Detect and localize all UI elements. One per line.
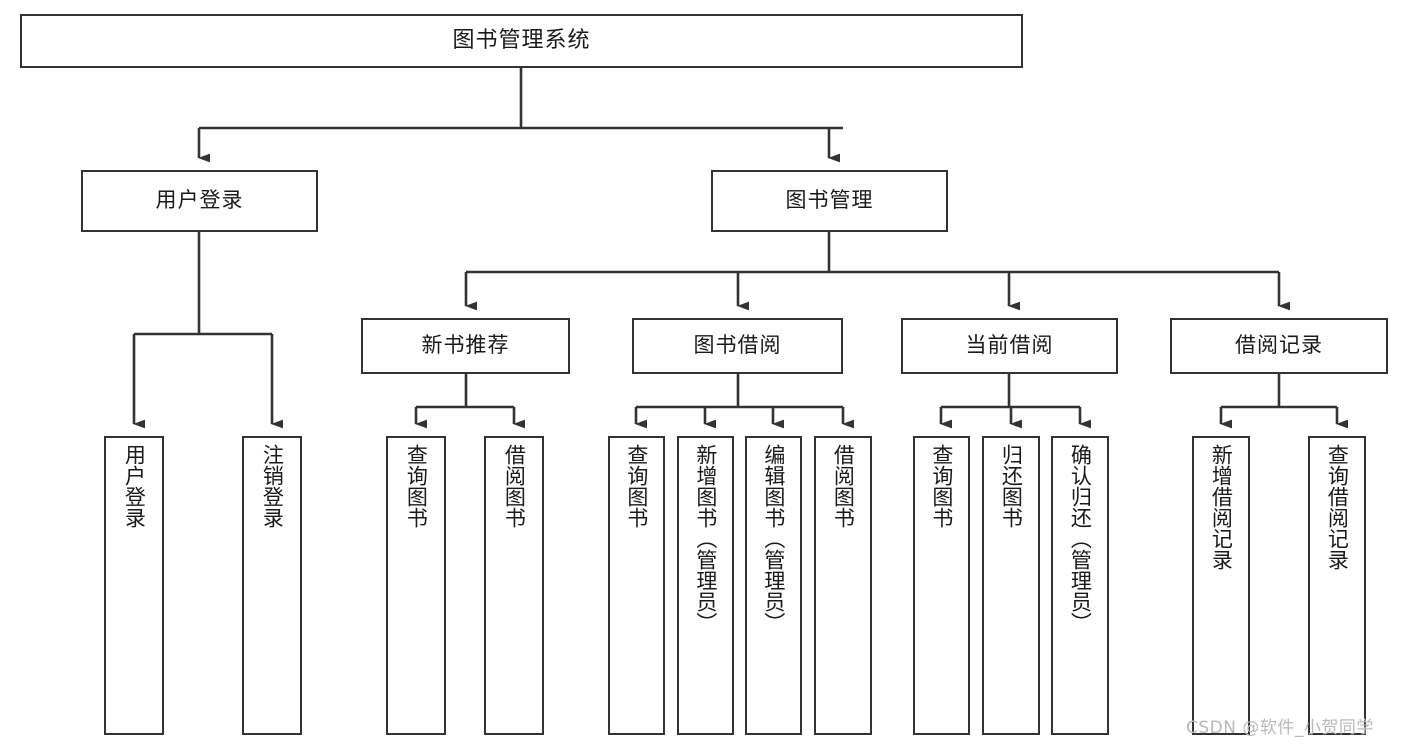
node-user-login[interactable]: 用户登录 bbox=[81, 170, 318, 232]
node-leaf-logout-login-label: 注销登录 bbox=[260, 444, 285, 528]
node-leaf-add-book-admin-label: 新增图书（管理员） bbox=[693, 444, 718, 633]
node-user-login-label: 用户登录 bbox=[155, 188, 244, 213]
node-leaf-query-book-borrow-label: 查询图书 bbox=[624, 444, 649, 528]
node-current-borrow[interactable]: 当前借阅 bbox=[901, 318, 1118, 374]
node-leaf-borrow-book[interactable]: 借阅图书 bbox=[814, 436, 872, 735]
node-leaf-borrow-book-rec[interactable]: 借阅图书 bbox=[484, 436, 544, 735]
node-leaf-query-book-borrow[interactable]: 查询图书 bbox=[608, 436, 665, 735]
node-new-book-recommend-label: 新书推荐 bbox=[421, 333, 510, 358]
node-leaf-return-book-label: 归还图书 bbox=[999, 444, 1024, 528]
node-leaf-query-book-rec-label: 查询图书 bbox=[404, 444, 429, 528]
node-current-borrow-label: 当前借阅 bbox=[965, 333, 1054, 358]
csdn-watermark: CSDN @软件_小贺同学 bbox=[1186, 718, 1374, 738]
node-leaf-query-book-current-label: 查询图书 bbox=[929, 444, 954, 528]
edge-bookborrow-to-leaves bbox=[634, 374, 854, 429]
node-book-manage-label: 图书管理 bbox=[785, 188, 874, 213]
node-borrow-record[interactable]: 借阅记录 bbox=[1170, 318, 1388, 374]
node-leaf-confirm-return-admin[interactable]: 确认归还（管理员） bbox=[1051, 436, 1109, 735]
node-leaf-confirm-return-admin-label: 确认归还（管理员） bbox=[1068, 444, 1093, 633]
node-leaf-add-book-admin[interactable]: 新增图书（管理员） bbox=[677, 436, 734, 735]
edge-userlogin-to-leaves bbox=[132, 232, 283, 429]
node-leaf-query-borrow-record-label: 查询借阅记录 bbox=[1325, 444, 1350, 570]
node-leaf-edit-book-admin[interactable]: 编辑图书（管理员） bbox=[745, 436, 802, 735]
node-leaf-user-login[interactable]: 用户登录 bbox=[104, 436, 164, 735]
node-leaf-query-borrow-record[interactable]: 查询借阅记录 bbox=[1308, 436, 1366, 735]
node-leaf-query-book-current[interactable]: 查询图书 bbox=[913, 436, 970, 735]
node-book-borrow[interactable]: 图书借阅 bbox=[632, 318, 843, 374]
node-leaf-edit-book-admin-label: 编辑图书（管理员） bbox=[761, 444, 786, 633]
node-leaf-logout-login[interactable]: 注销登录 bbox=[242, 436, 302, 735]
node-leaf-borrow-book-label: 借阅图书 bbox=[831, 444, 856, 528]
node-leaf-query-book-rec[interactable]: 查询图书 bbox=[386, 436, 446, 735]
node-root[interactable]: 图书管理系统 bbox=[20, 14, 1023, 68]
node-borrow-record-label: 借阅记录 bbox=[1235, 333, 1323, 358]
node-leaf-user-login-label: 用户登录 bbox=[122, 444, 147, 528]
node-leaf-add-borrow-record[interactable]: 新增借阅记录 bbox=[1192, 436, 1250, 735]
node-leaf-borrow-book-rec-label: 借阅图书 bbox=[502, 444, 527, 528]
node-leaf-return-book[interactable]: 归还图书 bbox=[982, 436, 1040, 735]
node-leaf-add-borrow-record-label: 新增借阅记录 bbox=[1209, 444, 1234, 570]
edge-borrowrecord-to-leaves bbox=[1219, 374, 1348, 429]
edge-bookmanage-to-level2 bbox=[464, 232, 1290, 311]
edge-currentborrow-to-leaves bbox=[939, 374, 1091, 429]
node-new-book-recommend[interactable]: 新书推荐 bbox=[361, 318, 570, 374]
edge-newbook-to-leaves bbox=[414, 374, 525, 429]
node-book-manage[interactable]: 图书管理 bbox=[711, 170, 948, 232]
edge-root-to-level1 bbox=[197, 68, 843, 163]
node-root-label: 图书管理系统 bbox=[452, 27, 591, 53]
node-book-borrow-label: 图书借阅 bbox=[693, 333, 782, 358]
